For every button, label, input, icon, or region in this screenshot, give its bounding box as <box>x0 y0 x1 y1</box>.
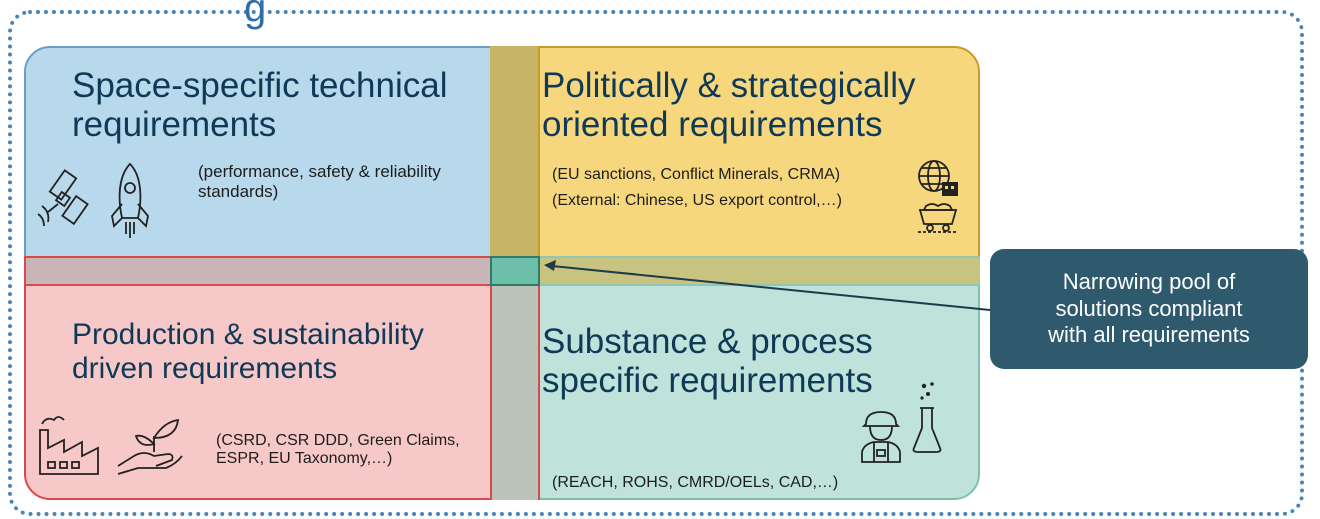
political-title: Politically & strategically oriented req… <box>542 66 915 144</box>
production-title: Production & sustainability driven requi… <box>72 318 424 385</box>
production-title-line2: driven requirements <box>72 351 338 385</box>
substance-title: Substance & process specific requirement… <box>542 322 873 400</box>
satellite-icon <box>37 169 89 227</box>
political-description: (EU sanctions, Conflict Minerals, CRMA) … <box>552 162 842 213</box>
substance-description: (REACH, ROHS, CMRD/OELs, CAD,…) <box>552 474 839 491</box>
mine-cart-icon <box>918 203 958 233</box>
plant-hand-icon <box>117 418 183 475</box>
intersection-cell <box>490 256 540 286</box>
political-title-line2: oriented requirements <box>542 105 883 145</box>
substance-title-line1: Substance & process <box>542 322 873 361</box>
production-title-line1: Production & sustainability <box>72 318 424 351</box>
callout-box: Narrowing pool of solutions compliant wi… <box>990 249 1308 369</box>
space-desc-line1: (performance, safety & reliability <box>198 162 441 181</box>
production-description: (CSRD, CSR DDD, Green Claims, ESPR, EU T… <box>216 432 460 469</box>
political-desc-line1: (EU sanctions, Conflict Minerals, CRMA) <box>552 166 841 183</box>
worker-icon <box>861 411 901 463</box>
factory-icon <box>39 416 99 475</box>
production-desc-line2: ESPR, EU Taxonomy,…) <box>216 450 393 468</box>
overlap-band-right <box>540 256 980 286</box>
rocket-icon <box>111 162 149 238</box>
callout-arrow <box>544 260 991 311</box>
overlap-band-left <box>26 258 490 284</box>
production-desc-line1: (CSRD, CSR DDD, Green Claims, <box>216 432 460 449</box>
space-title-line2: requirements <box>72 105 277 145</box>
red-divider-vertical <box>538 286 540 500</box>
political-quadrant <box>490 46 980 286</box>
globe-factory-icon <box>918 160 958 196</box>
gold-divider-vertical <box>538 46 540 256</box>
political-desc-line2: (External: Chinese, US export control,…) <box>552 191 842 209</box>
space-title-line1: Space-specific technical <box>72 66 448 105</box>
space-desc-line2: standards) <box>198 181 279 201</box>
space-title: Space-specific technical requirements <box>72 66 447 144</box>
flask-icon <box>912 382 942 453</box>
overlap-band-top <box>490 46 540 256</box>
space-description: (performance, safety & reliability stand… <box>198 162 441 201</box>
political-title-line1: Politically & strategically <box>542 66 916 105</box>
header-partial: g <box>244 0 267 30</box>
callout-line1: Narrowing pool of <box>1062 268 1236 294</box>
overlap-band-bottom <box>490 286 540 500</box>
callout-line2: solutions compliant <box>1055 295 1243 321</box>
callout-line3: with all requirements <box>1048 322 1250 348</box>
red-divider-bottom <box>24 284 490 286</box>
substance-title-line2: specific requirements <box>542 361 873 401</box>
production-quadrant <box>24 256 544 500</box>
red-divider-top <box>24 256 490 258</box>
